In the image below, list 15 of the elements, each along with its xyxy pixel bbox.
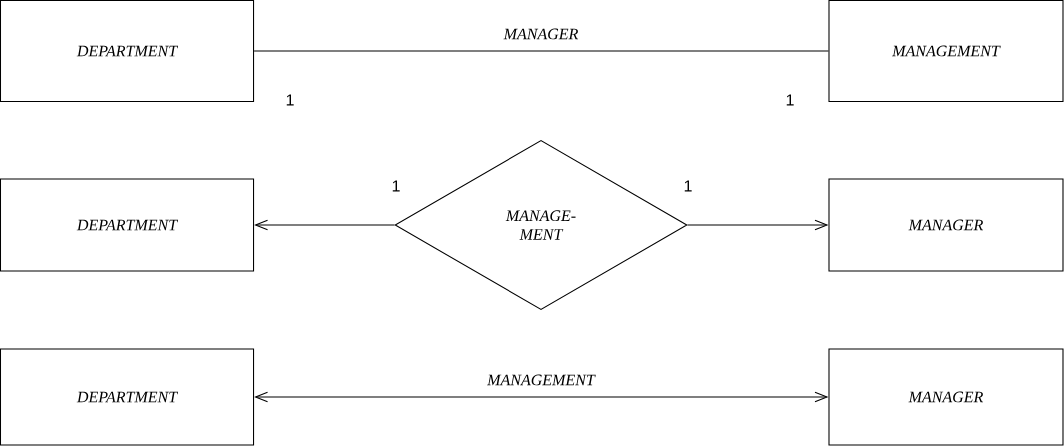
connector [687, 219, 829, 231]
connector [253, 50, 829, 52]
cardinality-label: 1 [786, 94, 794, 106]
entity-box: DEPARTMENT [0, 178, 255, 272]
entity-box: DEPARTMENT [0, 348, 255, 446]
entity-box: MANAGER [828, 348, 1064, 446]
connector [254, 391, 829, 403]
entity-box: DEPARTMENT [0, 0, 255, 103]
edge-label: MANAGEMENT [485, 373, 597, 387]
cardinality-label: 1 [392, 180, 400, 192]
entity-box: MANAGEMENT [828, 0, 1064, 103]
connector [254, 219, 395, 231]
edge-label: MANAGER [502, 27, 580, 41]
cardinality-label: 1 [286, 94, 294, 106]
entity-box: MANAGER [828, 178, 1064, 272]
